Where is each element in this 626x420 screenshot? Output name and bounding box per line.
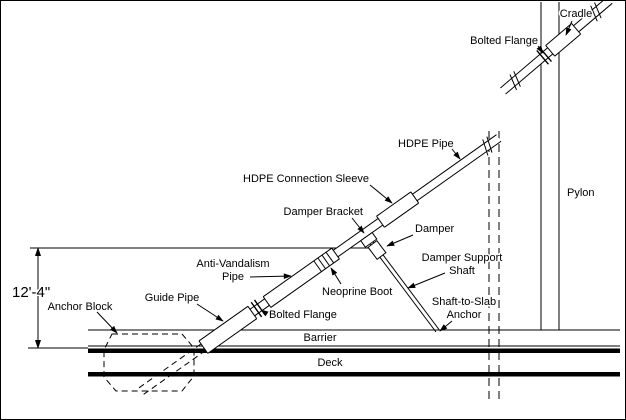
- leader-lines: [96, 20, 573, 334]
- damper-leader: [386, 234, 414, 247]
- cable-break-mark-top: [590, 2, 602, 22]
- bolted-flange-bottom-leader: [260, 309, 269, 317]
- anti-vandalism-label-line1: Anti-Vandalism: [196, 258, 269, 270]
- stay-cable-lower: [138, 134, 502, 395]
- dimension-text: 12'-4": [12, 284, 50, 301]
- shaft-to-slab-label-line2: Anchor: [447, 309, 482, 321]
- cable-break-mark-lower: [482, 136, 493, 156]
- damper: [367, 240, 387, 260]
- guide-pipe-leader: [196, 303, 224, 322]
- hdpe-connection-sleeve-label: HDPE Connection Sleeve: [243, 173, 369, 185]
- stay-cable-upper: [500, 0, 613, 95]
- barrier-label: Barrier: [303, 332, 336, 344]
- break-lines: [488, 131, 500, 402]
- damper-support-label-line1: Damper Support: [422, 252, 503, 264]
- anchor-block-label: Anchor Block: [48, 301, 113, 313]
- damper-bracket: [360, 231, 378, 248]
- deck-top-slab-band: [88, 348, 620, 353]
- anti-vandalism-label-line2: Pipe: [222, 271, 244, 283]
- labels: Cradle Bolted Flange HDPE Pipe Pylon HDP…: [11, 7, 597, 371]
- anti-vandalism-pipe: [262, 247, 340, 308]
- neoprine-boot-label: Neoprine Boot: [322, 286, 392, 298]
- pylon-label: Pylon: [567, 187, 595, 199]
- shaft-to-slab-label-line1: Shaft-to-Slab: [432, 296, 496, 308]
- bolted-flange-top-leader: [536, 45, 544, 54]
- cable-break-mark-mid: [509, 71, 521, 91]
- cable-hidden-tail: [138, 343, 206, 395]
- deck-structure: [88, 329, 620, 377]
- neoprine-boot-leader: [330, 267, 342, 285]
- dimension-arrow-down: [35, 340, 41, 349]
- damper-support-shaft: [369, 241, 440, 333]
- neoprine-boot: [313, 251, 335, 272]
- damper-label: Damper: [415, 223, 454, 235]
- damper-bracket-label: Damper Bracket: [284, 206, 363, 218]
- bolted-flange-bottom-label: Bolted Flange: [269, 309, 337, 321]
- deck-bottom-slab-band: [88, 372, 620, 377]
- hdpe-connection-sleeve: [376, 191, 420, 228]
- dimension-arrow-up: [35, 247, 41, 256]
- hdpe-pipe-leader: [451, 148, 461, 160]
- damper-bracket-leader: [351, 217, 365, 234]
- cradle: [545, 23, 582, 57]
- deck-label: Deck: [317, 357, 343, 369]
- anti-vandalism-leader: [249, 273, 292, 279]
- damper-assembly: [367, 240, 440, 333]
- guide-pipe: [198, 305, 258, 354]
- hdpe-sleeve-leader: [369, 184, 393, 204]
- cradle-label: Cradle: [560, 8, 592, 20]
- bolted-flange-top-label: Bolted Flange: [470, 35, 538, 47]
- dimension-12-4: [28, 247, 374, 349]
- damper-support-label-line2: Shaft: [449, 265, 475, 277]
- shaft-anchor-leader: [439, 320, 453, 332]
- anchor-block-outline: [103, 333, 195, 392]
- hdpe-pipe-label: HDPE Pipe: [398, 138, 454, 150]
- damper-support-leader: [407, 272, 446, 289]
- anchor-block-leader: [96, 311, 118, 334]
- cradle-leader: [565, 20, 573, 36]
- guide-pipe-label: Guide Pipe: [145, 292, 199, 304]
- anchor-block: [103, 333, 195, 392]
